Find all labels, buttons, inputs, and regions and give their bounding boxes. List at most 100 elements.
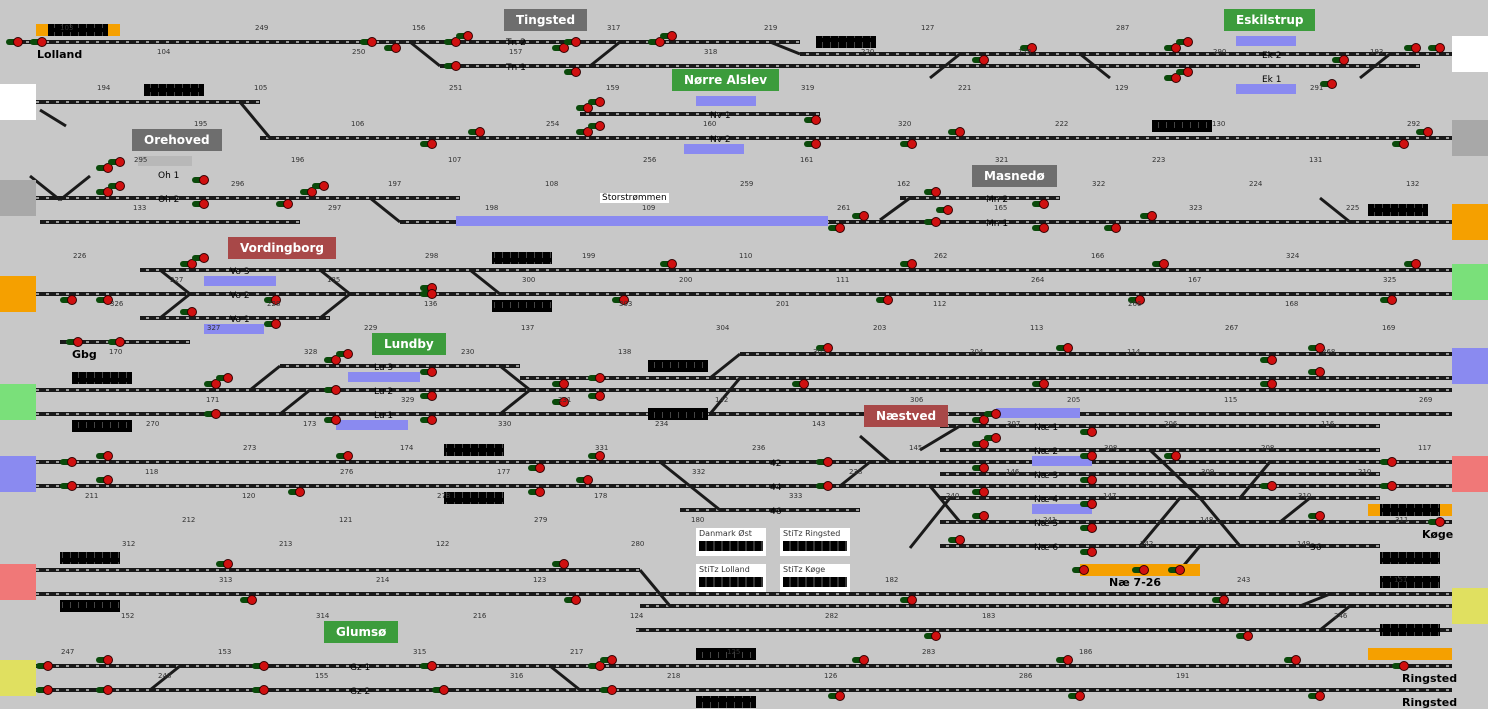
signal-lamp-red[interactable] bbox=[559, 397, 569, 407]
signal-lamp-red[interactable] bbox=[619, 295, 629, 305]
signal-lamp-red[interactable] bbox=[103, 295, 113, 305]
signal-lamp-red[interactable] bbox=[667, 31, 677, 41]
signal-lamp-red[interactable] bbox=[907, 259, 917, 269]
signal-lamp-red[interactable] bbox=[427, 661, 437, 671]
signal-lamp-red[interactable] bbox=[1087, 523, 1097, 533]
signal-lamp-red[interactable] bbox=[1063, 655, 1073, 665]
signal-lamp-red[interactable] bbox=[1075, 691, 1085, 701]
signal-lamp-red[interactable] bbox=[187, 307, 197, 317]
signal-lamp-red[interactable] bbox=[1399, 139, 1409, 149]
signal-lamp-red[interactable] bbox=[427, 289, 437, 299]
signal-lamp-red[interactable] bbox=[73, 337, 83, 347]
signal-lamp-red[interactable] bbox=[607, 655, 617, 665]
signal-lamp-red[interactable] bbox=[211, 379, 221, 389]
signal-lamp-red[interactable] bbox=[37, 37, 47, 47]
signal-lamp-red[interactable] bbox=[103, 655, 113, 665]
signal-lamp-red[interactable] bbox=[979, 439, 989, 449]
signal-lamp-red[interactable] bbox=[979, 487, 989, 497]
signal-lamp-red[interactable] bbox=[1387, 295, 1397, 305]
signal-lamp-red[interactable] bbox=[859, 211, 869, 221]
edge-tab-right-yellow[interactable] bbox=[1452, 588, 1488, 624]
signal-lamp-red[interactable] bbox=[907, 595, 917, 605]
station-glumso[interactable]: Glumsø bbox=[324, 621, 399, 643]
signal-lamp-red[interactable] bbox=[991, 409, 1001, 419]
signal-lamp-red[interactable] bbox=[1171, 73, 1181, 83]
edge-tab-left-yellow[interactable] bbox=[0, 660, 36, 696]
signal-lamp-red[interactable] bbox=[451, 37, 461, 47]
signal-lamp-red[interactable] bbox=[319, 181, 329, 191]
signal-lamp-red[interactable] bbox=[43, 685, 53, 695]
infobox-danmark-ost[interactable]: Danmark Øst bbox=[696, 528, 766, 556]
signal-lamp-red[interactable] bbox=[583, 127, 593, 137]
signal-lamp-red[interactable] bbox=[271, 319, 281, 329]
station-orehoved[interactable]: Orehoved bbox=[132, 129, 222, 151]
infobox-stitz-koge[interactable]: StiTz Køge bbox=[780, 564, 850, 592]
signal-lamp-red[interactable] bbox=[331, 355, 341, 365]
signal-layer[interactable] bbox=[6, 31, 1445, 701]
signal-lamp-red[interactable] bbox=[259, 661, 269, 671]
signal-lamp-red[interactable] bbox=[943, 205, 953, 215]
signal-lamp-red[interactable] bbox=[1039, 379, 1049, 389]
signal-lamp-red[interactable] bbox=[1027, 43, 1037, 53]
signal-lamp-red[interactable] bbox=[1267, 481, 1277, 491]
signal-lamp-red[interactable] bbox=[991, 433, 1001, 443]
signal-lamp-red[interactable] bbox=[1087, 547, 1097, 557]
signal-lamp-red[interactable] bbox=[1087, 475, 1097, 485]
signal-lamp-red[interactable] bbox=[559, 43, 569, 53]
signal-lamp-red[interactable] bbox=[391, 43, 401, 53]
signal-lamp-red[interactable] bbox=[199, 253, 209, 263]
signal-lamp-red[interactable] bbox=[103, 475, 113, 485]
edge-tab-right-white[interactable] bbox=[1452, 36, 1488, 72]
signal-lamp-red[interactable] bbox=[1039, 223, 1049, 233]
signal-lamp-red[interactable] bbox=[1411, 259, 1421, 269]
signal-lamp-red[interactable] bbox=[979, 415, 989, 425]
signal-lamp-red[interactable] bbox=[559, 379, 569, 389]
signal-lamp-red[interactable] bbox=[1183, 67, 1193, 77]
signal-lamp-red[interactable] bbox=[199, 199, 209, 209]
signal-lamp-red[interactable] bbox=[979, 55, 989, 65]
signal-lamp-red[interactable] bbox=[955, 127, 965, 137]
signal-lamp-red[interactable] bbox=[199, 175, 209, 185]
station-eskilstrup[interactable]: Eskilstrup bbox=[1224, 9, 1316, 31]
signal-lamp-red[interactable] bbox=[1063, 343, 1073, 353]
signal-lamp-red[interactable] bbox=[13, 37, 23, 47]
signal-lamp-red[interactable] bbox=[115, 157, 125, 167]
edge-tab-right-blue[interactable] bbox=[1452, 348, 1488, 384]
signal-lamp-red[interactable] bbox=[1147, 211, 1157, 221]
edge-tab-left-orange[interactable] bbox=[0, 276, 36, 312]
signal-lamp-red[interactable] bbox=[451, 61, 461, 71]
signal-lamp-red[interactable] bbox=[595, 661, 605, 671]
signal-lamp-red[interactable] bbox=[979, 463, 989, 473]
signal-lamp-red[interactable] bbox=[1435, 517, 1445, 527]
signal-lamp-red[interactable] bbox=[835, 691, 845, 701]
signal-lamp-red[interactable] bbox=[1087, 499, 1097, 509]
signal-lamp-red[interactable] bbox=[1243, 631, 1253, 641]
edge-tab-left-blue[interactable] bbox=[0, 456, 36, 492]
signal-lamp-red[interactable] bbox=[1171, 451, 1181, 461]
signal-lamp-red[interactable] bbox=[343, 451, 353, 461]
signal-lamp-red[interactable] bbox=[583, 475, 593, 485]
signal-lamp-red[interactable] bbox=[979, 511, 989, 521]
signal-lamp-red[interactable] bbox=[103, 163, 113, 173]
signal-lamp-red[interactable] bbox=[955, 535, 965, 545]
edge-tab-right-pink[interactable] bbox=[1452, 456, 1488, 492]
signal-lamp-red[interactable] bbox=[103, 685, 113, 695]
signal-lamp-red[interactable] bbox=[1315, 511, 1325, 521]
signal-lamp-red[interactable] bbox=[535, 463, 545, 473]
signal-lamp-red[interactable] bbox=[427, 415, 437, 425]
signal-lamp-red[interactable] bbox=[1327, 79, 1337, 89]
signal-lamp-red[interactable] bbox=[187, 259, 197, 269]
signal-lamp-red[interactable] bbox=[1139, 565, 1149, 575]
signal-lamp-red[interactable] bbox=[67, 457, 77, 467]
signal-lamp-red[interactable] bbox=[931, 187, 941, 197]
edge-tab-right-gray[interactable] bbox=[1452, 120, 1488, 156]
signal-lamp-red[interactable] bbox=[811, 115, 821, 125]
signal-lamp-red[interactable] bbox=[367, 37, 377, 47]
signal-lamp-red[interactable] bbox=[211, 409, 221, 419]
signal-lamp-red[interactable] bbox=[103, 451, 113, 461]
edge-tab-right-orange[interactable] bbox=[1452, 204, 1488, 240]
signal-lamp-red[interactable] bbox=[1267, 355, 1277, 365]
signal-lamp-red[interactable] bbox=[1171, 43, 1181, 53]
signal-lamp-red[interactable] bbox=[1111, 223, 1121, 233]
signal-lamp-red[interactable] bbox=[1291, 655, 1301, 665]
